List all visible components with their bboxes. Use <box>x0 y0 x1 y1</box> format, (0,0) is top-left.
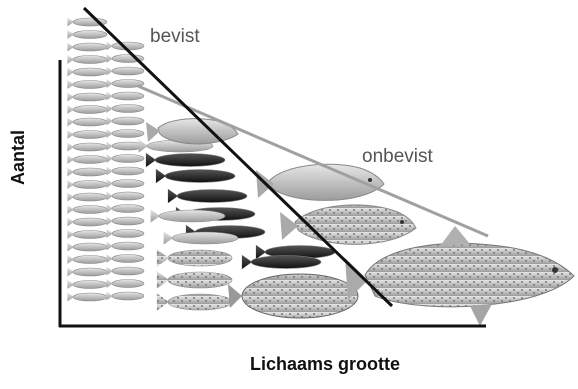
small-fish-icon <box>106 67 144 76</box>
small-fish-icon <box>106 167 144 176</box>
small-fish-icon <box>67 230 107 239</box>
medium-fish-icon <box>242 255 321 269</box>
small-fish-icon <box>67 130 107 139</box>
small-fish-icon <box>67 93 107 102</box>
medium-cod-icon <box>280 205 416 244</box>
x-axis-label: Lichaams grootte <box>250 354 400 375</box>
flatfish-icon <box>157 293 232 311</box>
small-fish-icon <box>67 30 107 39</box>
small-fish-icon <box>106 292 144 301</box>
medium-fish-icon <box>146 153 225 167</box>
small-fish-icon <box>67 55 107 64</box>
large-flatfish-icon <box>228 274 358 318</box>
small-fish-icon <box>106 267 144 276</box>
small-fish-icon <box>67 80 107 89</box>
small-fish-icon <box>67 218 107 227</box>
small-fish-column-2 <box>106 42 144 301</box>
flatfish-group <box>157 249 232 311</box>
fished-label: bevist <box>150 26 200 48</box>
small-fish-icon <box>106 254 144 263</box>
small-fish-icon <box>67 180 107 189</box>
small-fish-icon <box>67 168 107 177</box>
small-fish-icon <box>106 229 144 238</box>
small-fish-icon <box>67 143 107 152</box>
flatfish-icon <box>157 249 232 267</box>
medium-fish-icon <box>151 209 225 222</box>
small-fish-icon <box>67 205 107 214</box>
small-fish-icon <box>67 293 107 302</box>
medium-fish-icon <box>164 231 238 244</box>
small-fish-icon <box>106 129 144 138</box>
small-fish-icon <box>106 192 144 201</box>
small-fish-icon <box>106 117 144 126</box>
small-fish-icon <box>67 118 107 127</box>
medium-fish-icon <box>156 169 235 183</box>
unfished-label: onbevist <box>362 146 433 168</box>
small-fish-icon <box>106 217 144 226</box>
small-fish-icon <box>106 154 144 163</box>
small-fish-icon <box>67 243 107 252</box>
small-fish-column-1 <box>67 18 107 302</box>
small-fish-icon <box>106 279 144 288</box>
small-fish-icon <box>106 142 144 151</box>
small-fish-icon <box>106 104 144 113</box>
small-fish-icon <box>67 193 107 202</box>
medium-fish-icon <box>168 189 247 203</box>
small-fish-icon <box>67 268 107 277</box>
small-fish-icon <box>67 105 107 114</box>
small-fish-icon <box>106 242 144 251</box>
small-fish-icon <box>106 204 144 213</box>
small-fish-icon <box>67 280 107 289</box>
small-fish-icon <box>106 179 144 188</box>
flatfish-icon <box>157 271 232 289</box>
small-fish-icon <box>67 43 107 52</box>
small-fish-icon <box>106 92 144 101</box>
small-fish-icon <box>67 68 107 77</box>
y-axis-label: Aantal <box>3 145 33 185</box>
small-fish-icon <box>67 255 107 264</box>
small-fish-icon <box>67 155 107 164</box>
